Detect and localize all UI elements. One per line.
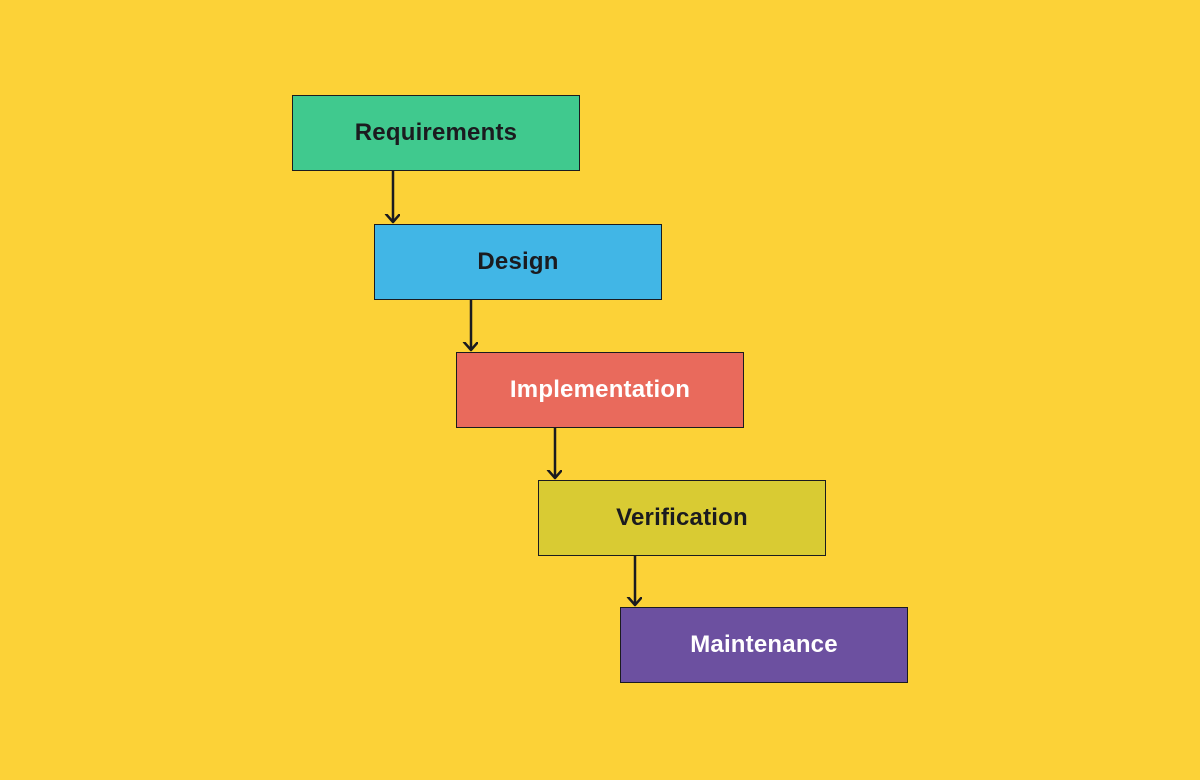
- node-label: Verification: [616, 504, 748, 531]
- diagram-node-implementation[interactable]: Implementation: [456, 352, 744, 428]
- diagram-node-maintenance[interactable]: Maintenance: [620, 607, 908, 683]
- diagram-node-design[interactable]: Design: [374, 224, 662, 300]
- node-label: Maintenance: [690, 631, 838, 658]
- diagram-node-requirements[interactable]: Requirements: [292, 95, 580, 171]
- node-label: Design: [477, 248, 559, 275]
- node-label: Implementation: [509, 376, 691, 403]
- diagram-node-verification[interactable]: Verification: [538, 480, 826, 556]
- node-label: Requirements: [354, 119, 518, 146]
- flow-arrows: [393, 171, 635, 605]
